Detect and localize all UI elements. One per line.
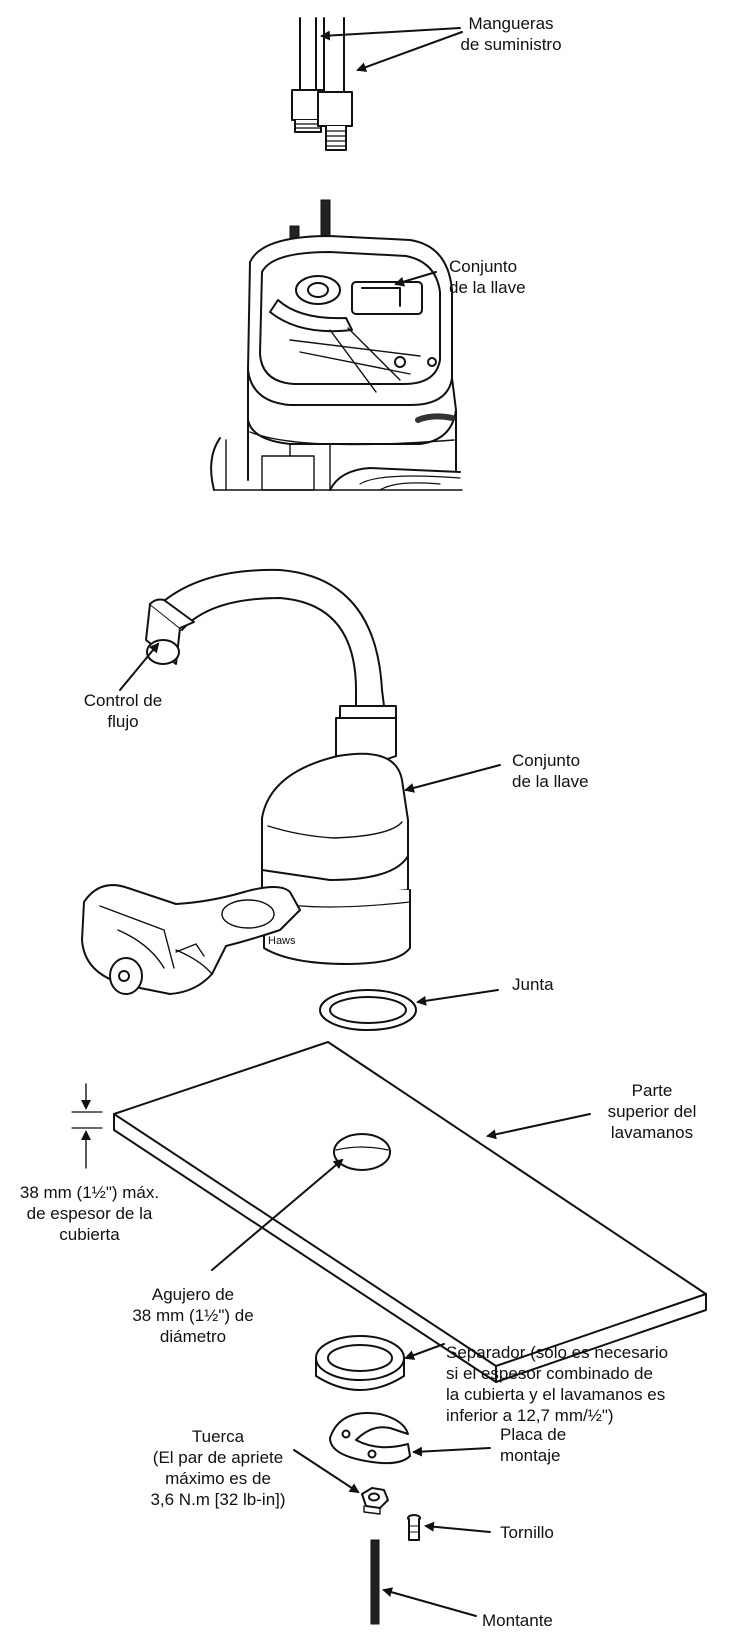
gasket bbox=[319, 989, 417, 1031]
label-flow-control: Control de flujo bbox=[83, 691, 163, 731]
supply-hoses-leader-2 bbox=[356, 31, 463, 72]
stud-leader bbox=[382, 1587, 477, 1617]
sink-top bbox=[113, 1041, 707, 1383]
faucet-assembly-leader bbox=[404, 764, 501, 793]
label-supply-hoses: Mangueras de suministro bbox=[460, 14, 562, 54]
nut bbox=[361, 1487, 389, 1515]
label-faucet-assembly-top: Conjunto de la llave bbox=[449, 257, 526, 297]
faucet-assembly-top bbox=[210, 199, 463, 491]
hole-leader bbox=[211, 1158, 344, 1271]
label-spacer: Separador (solo es necesario si el espes… bbox=[446, 1343, 669, 1425]
label-hole-diameter: Agujero de 38 mm (1½") de diámetro bbox=[132, 1285, 254, 1346]
mounting-plate bbox=[329, 1412, 411, 1465]
flow-control-leader bbox=[119, 642, 160, 691]
spacer-leader bbox=[404, 1343, 445, 1360]
label-faucet-assembly: Conjunto de la llave bbox=[512, 751, 589, 791]
thickness-dim-top bbox=[71, 1111, 103, 1129]
label-gasket: Junta bbox=[512, 975, 554, 994]
sink-top-leader bbox=[486, 1113, 591, 1140]
label-sink-top: Parte superior del lavamanos bbox=[607, 1081, 697, 1142]
mounting-plate-leader bbox=[412, 1446, 491, 1457]
gasket-leader bbox=[416, 989, 499, 1006]
label-mounting-plate: Placa de montaje bbox=[500, 1425, 567, 1465]
label-deck-thickness: 38 mm (1½") máx. de espesor de la cubier… bbox=[19, 1183, 160, 1244]
faucet-assembly: Haws bbox=[81, 568, 411, 995]
supply-hoses bbox=[291, 17, 353, 151]
stud bbox=[370, 1539, 380, 1625]
nut-leader bbox=[293, 1449, 360, 1494]
label-screw: Tornillo bbox=[500, 1523, 554, 1542]
svg-text:Haws: Haws bbox=[268, 935, 296, 947]
spacer bbox=[315, 1335, 405, 1391]
supply-hoses-leader bbox=[320, 27, 461, 41]
label-stud: Montante bbox=[482, 1611, 553, 1630]
faucet-assembly-top-leader bbox=[394, 271, 437, 287]
screw-leader bbox=[424, 1521, 491, 1533]
screw bbox=[407, 1514, 421, 1541]
label-nut: Tuerca (El par de apriete máximo es de 3… bbox=[150, 1427, 286, 1509]
